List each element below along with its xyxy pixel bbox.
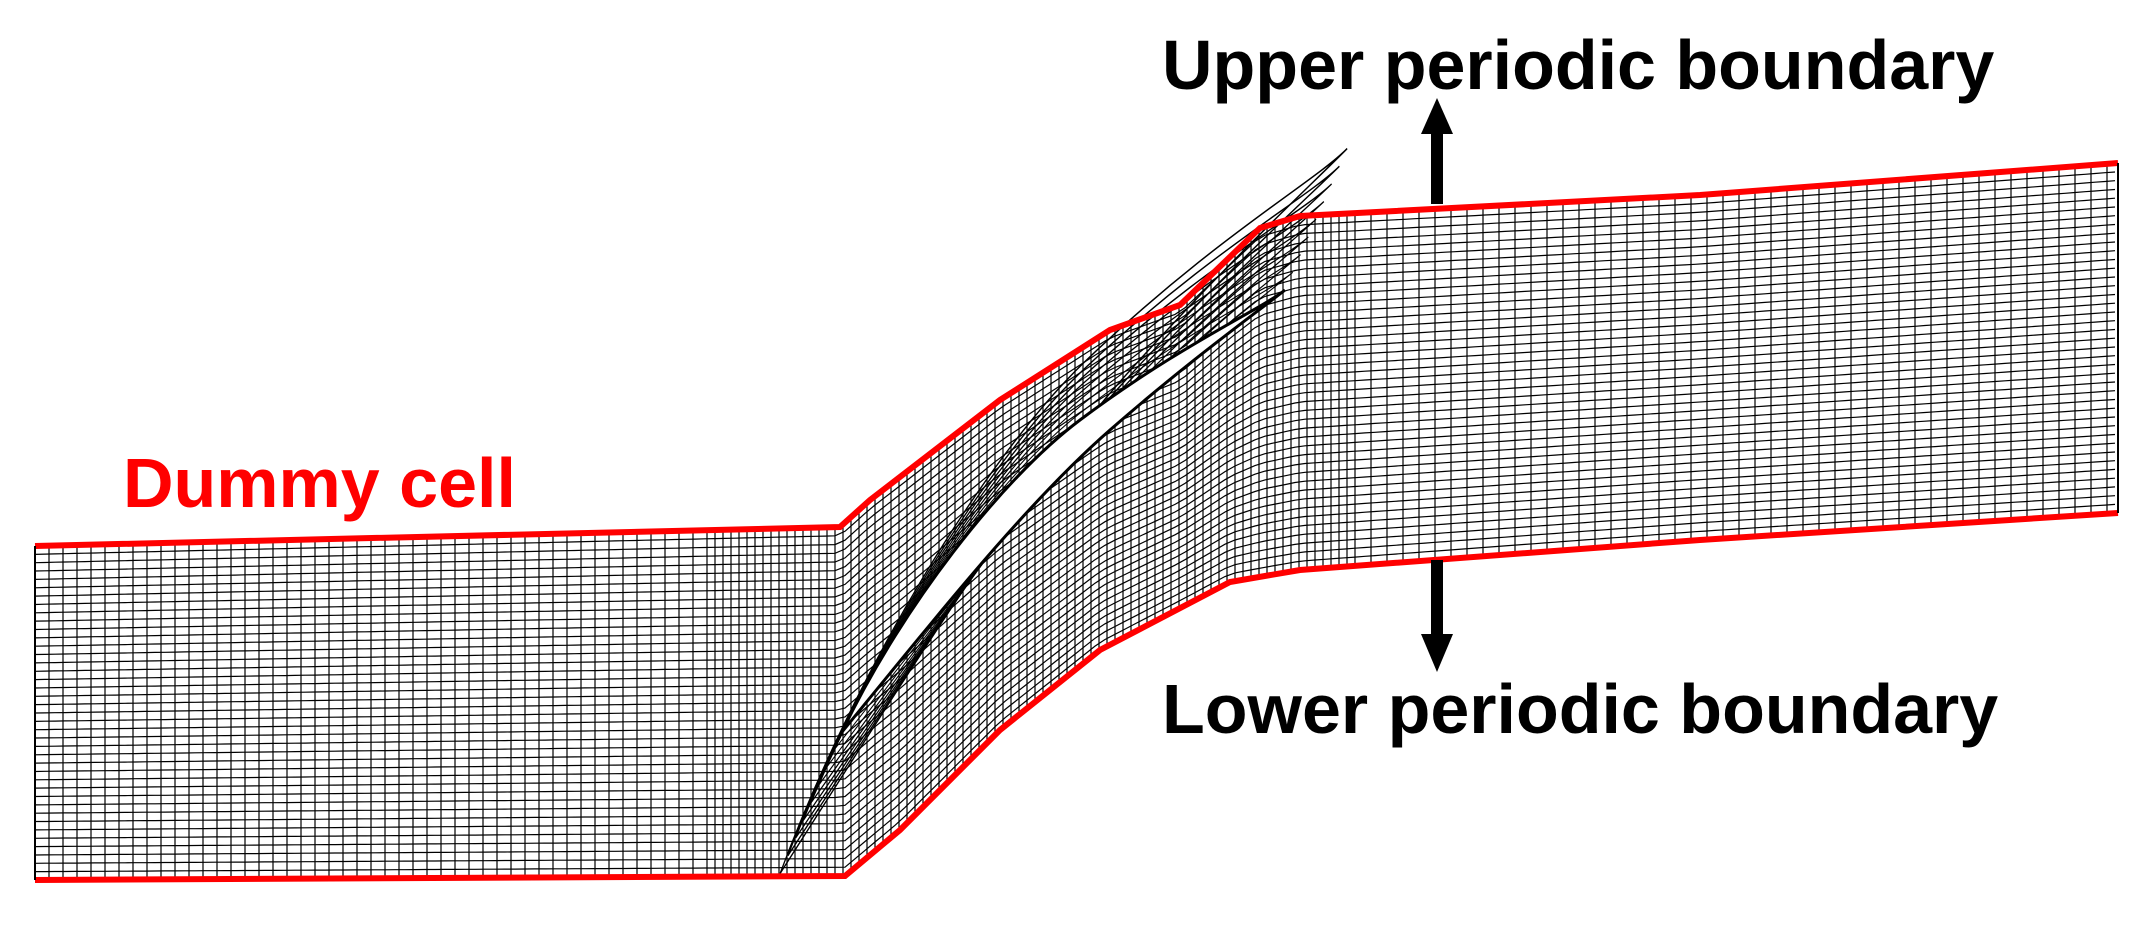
mesh-grid-line <box>34 302 2116 681</box>
mesh-grid-line <box>34 407 2116 781</box>
mesh-grid-line <box>34 416 2116 789</box>
mesh-grid-line <box>34 293 2116 672</box>
dummy-cell-label: Dummy cell <box>123 444 516 522</box>
blade-airfoil <box>840 288 1286 733</box>
mesh-grid-line <box>34 215 2116 597</box>
mesh-grid-line <box>34 468 2116 839</box>
mesh-grid-line <box>34 188 2116 572</box>
mesh-grid-line <box>34 355 2116 731</box>
mesh-grid-line <box>34 206 2116 589</box>
lower-periodic-boundary-label: Lower periodic boundary <box>1162 670 1999 748</box>
mesh-grid-line <box>34 425 2116 798</box>
mesh-grid-line <box>34 363 2116 739</box>
mesh-grid-line <box>35 503 2116 873</box>
mesh-grid-line <box>34 223 2116 606</box>
mesh-grid-line <box>34 442 2116 814</box>
mesh-grid-line <box>34 171 2116 555</box>
lower-arrow <box>1421 560 1453 672</box>
mesh-grid-line <box>34 390 2116 764</box>
mesh-grid-line <box>34 346 2116 722</box>
mesh-grid-line <box>34 328 2116 706</box>
mesh-grid-line <box>34 495 2116 864</box>
mesh-grid-line <box>34 486 2116 856</box>
mesh-grid-line <box>34 372 2116 747</box>
mesh-grid-line <box>34 433 2116 806</box>
mesh-grid-line <box>34 398 2116 773</box>
mesh-grid-line <box>34 180 2116 564</box>
mesh-grid-line <box>34 477 2116 848</box>
upper-arrow <box>1421 98 1453 204</box>
mesh-grid-line <box>34 460 2116 831</box>
mesh-grid-line <box>34 320 2116 697</box>
mesh-grid-line <box>34 337 2116 714</box>
mesh-grid-line <box>34 232 2116 614</box>
upper-periodic-boundary-label: Upper periodic boundary <box>1162 26 1995 104</box>
lower-periodic-boundary-line <box>34 510 2119 883</box>
mesh-grid-line <box>35 451 2116 823</box>
upper-periodic-boundary-line <box>34 160 2119 549</box>
mesh-grid-line <box>34 381 2116 756</box>
mesh-grid-line <box>34 311 2116 689</box>
